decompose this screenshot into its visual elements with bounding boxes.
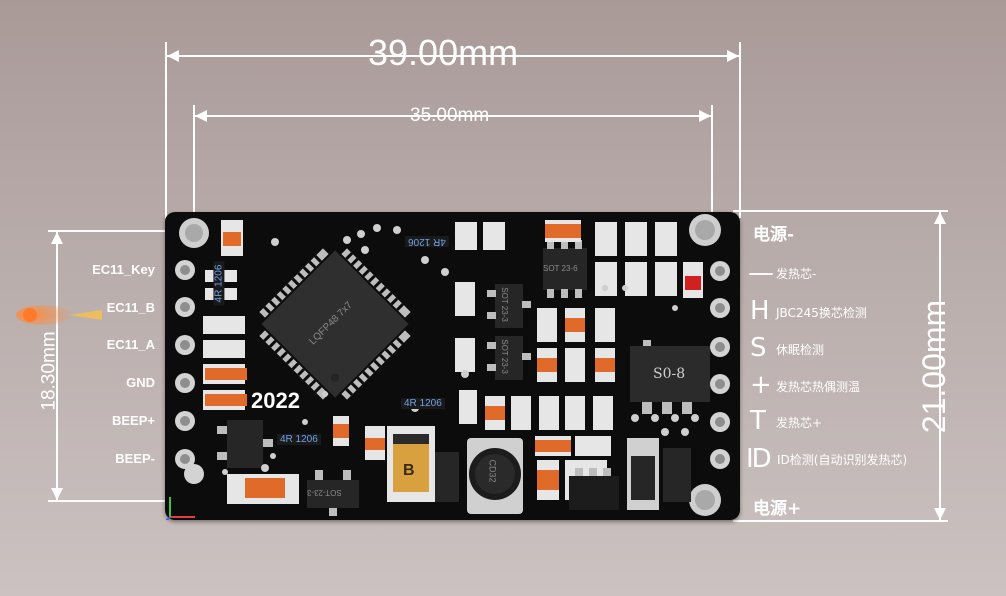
pin-glyph-plus: + <box>750 370 772 400</box>
pin-label-gnd: GND <box>126 375 155 390</box>
vias <box>222 224 699 475</box>
dim-inner-line <box>195 115 711 117</box>
diode-large <box>435 438 691 510</box>
inductor-cd32 <box>467 438 523 514</box>
dim-inner-arrow-right <box>699 110 711 122</box>
sot23-3-chip-b <box>487 336 531 380</box>
pin-label-jbc245: JBC245换芯检测 <box>776 306 867 320</box>
so8-chip-label: S0-8 <box>653 366 686 382</box>
sot-chip-left <box>217 420 273 468</box>
pin-label-ec11-a: EC11_A <box>106 337 155 352</box>
sot-mosfet-bottom <box>569 468 619 510</box>
pin-glyph-heater-minus: — <box>748 258 774 288</box>
left-pin-pads <box>175 260 204 484</box>
pin-glyph-h: H <box>750 296 770 326</box>
axis-triad-icon <box>165 497 195 520</box>
pin-label-heater-minus: 发热芯- <box>776 267 817 281</box>
resistor-1206-label-d: 4R 1206 <box>277 434 321 445</box>
dim-right-ext-top <box>733 210 948 212</box>
dim-right-ext-bottom <box>733 520 948 522</box>
tantalum-label: B <box>403 462 415 479</box>
sot23-6-label: SOT 23-6 <box>543 264 578 273</box>
resistor-1206-label-b: 4R 1206 <box>213 261 225 306</box>
dim-outer-ext-left <box>165 42 167 218</box>
pin-label-heater-plus: 发热芯+ <box>776 416 823 430</box>
pin-label-beep-plus: BEEP+ <box>112 413 155 428</box>
pin-label-power-minus: 电源- <box>753 225 795 245</box>
smd-components <box>203 220 703 504</box>
resistor-1206-label-c: 4R 1206 <box>401 398 445 409</box>
mounting-hole-top-right <box>689 214 721 246</box>
dim-right-arrow-top <box>934 212 946 224</box>
dim-left-line <box>56 232 58 500</box>
dim-left-arrow-top <box>51 232 63 244</box>
so8-chip <box>630 340 710 414</box>
sot23-3-label-a: SOT 23-3 <box>499 287 509 322</box>
sot23-6-chip <box>543 240 587 298</box>
pin-label-thermocouple: 发热芯热偶测温 <box>776 380 861 394</box>
pin-glyph-t: T <box>750 406 766 436</box>
pcb-graphics <box>165 214 730 520</box>
dim-outer-arrow-left <box>167 50 179 62</box>
tantalum-capacitor <box>387 426 435 502</box>
pin-label-ec11-b: EC11_B <box>106 300 155 315</box>
resistor-1206-label-a: 4R 1206 <box>405 236 449 247</box>
pin-label-sleep: 休眠检测 <box>776 343 825 357</box>
dim-right-label: 21.00mm <box>916 299 953 434</box>
pin-label-ec11-key: EC11_Key <box>92 262 155 277</box>
dim-inner-ext-right <box>711 105 713 218</box>
dim-right-line <box>939 212 941 520</box>
sot23-3-chip-bottom <box>307 470 359 516</box>
pin-label-id-detect: ID检测(自动识别发热芯) <box>777 453 908 467</box>
mounting-hole-top-left <box>179 218 209 248</box>
dim-outer-line <box>167 55 739 57</box>
inductor-label: CD32 <box>487 459 498 483</box>
dim-right-arrow-bottom <box>934 508 946 520</box>
right-pin-pads <box>710 261 730 469</box>
pin-label-beep-minus: BEEP- <box>115 451 155 466</box>
dim-left-ext-bottom <box>48 500 180 502</box>
dim-left-label: 18.30mm <box>38 331 60 411</box>
pcb-board: 2022 LQFP48 7x7 S0-8 SOT 23-6 SOT 23-3 S… <box>165 212 740 520</box>
dim-outer-arrow-right <box>727 50 739 62</box>
inductor-value: 3.3uH <box>481 506 506 516</box>
year-label: 2022 <box>251 388 300 413</box>
sot23-3-label-bottom: SOT-23-3 <box>307 488 342 497</box>
dim-outer-ext-right <box>739 42 741 218</box>
dim-left-arrow-bottom <box>51 488 63 500</box>
dim-inner-ext-left <box>193 105 195 218</box>
pin-glyph-id: ID <box>746 444 772 474</box>
pin-glyph-s: S <box>750 333 767 363</box>
mounting-hole-bottom-right <box>689 484 721 516</box>
dim-left-ext-top <box>48 230 180 232</box>
dim-outer-label: 39.00mm <box>368 32 519 73</box>
pin-label-power-plus: 电源+ <box>753 499 802 519</box>
beep-marker-icon <box>16 305 102 325</box>
sot23-3-label-b: SOT 23-3 <box>499 339 509 374</box>
sot23-3-chip-a <box>487 284 531 328</box>
dim-inner-arrow-left <box>195 110 207 122</box>
dim-inner-label: 35.00mm <box>410 105 490 126</box>
